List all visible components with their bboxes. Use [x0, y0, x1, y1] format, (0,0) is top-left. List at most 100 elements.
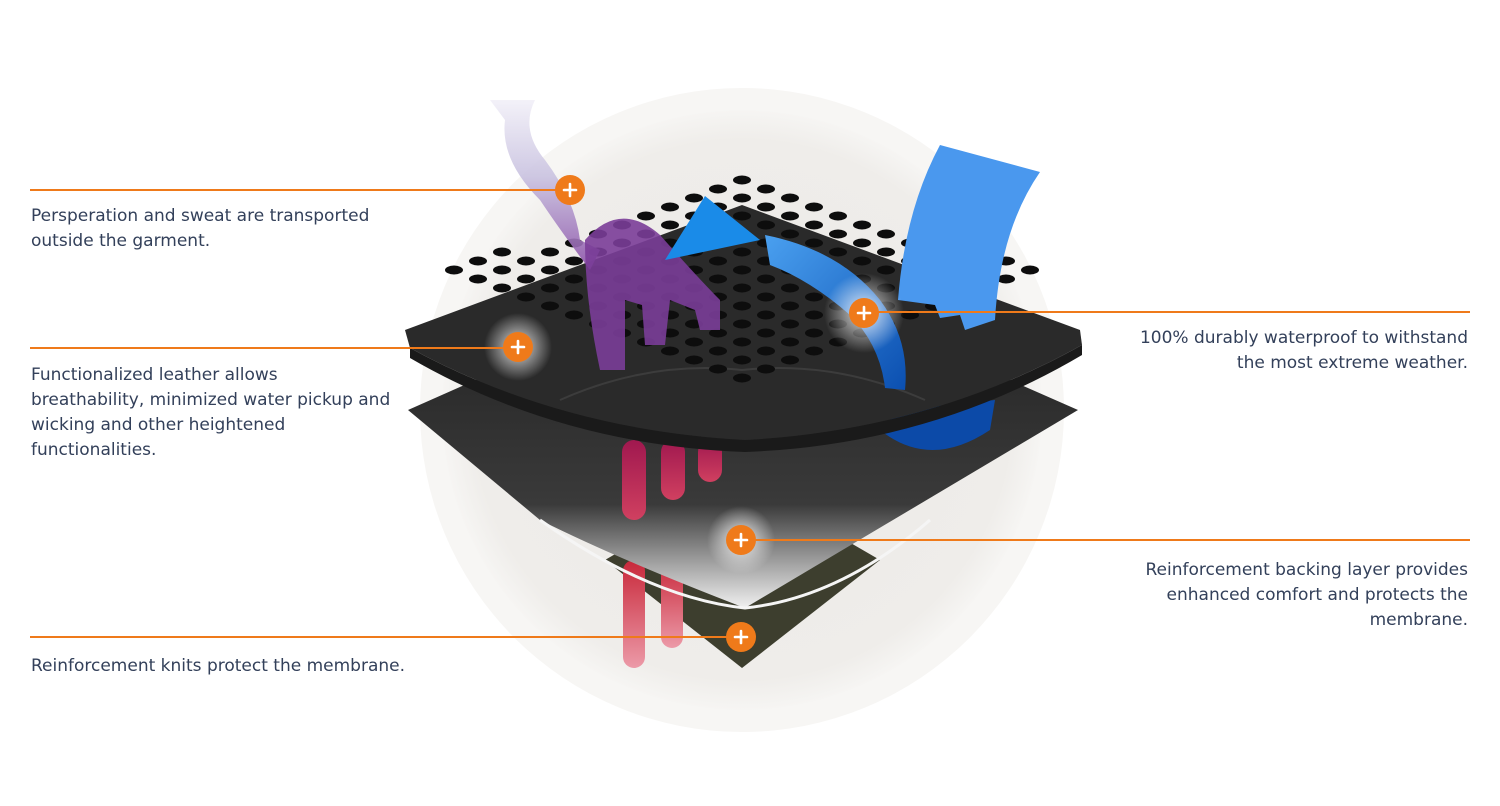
perforation-hole	[997, 274, 1015, 284]
perforation-hole	[733, 175, 751, 185]
perforation-hole	[733, 247, 751, 257]
sweat-drip	[585, 218, 720, 370]
perforation-hole	[541, 283, 559, 293]
perforation-hole	[805, 202, 823, 212]
perforation-hole	[757, 346, 775, 356]
perforation-hole	[661, 220, 679, 230]
perforation-hole	[637, 211, 655, 221]
plus-icon[interactable]	[503, 332, 533, 362]
perforation-hole	[469, 274, 487, 284]
perforation-hole	[805, 328, 823, 338]
perforation-hole	[757, 274, 775, 284]
perforation-hole	[853, 220, 871, 230]
plus-icon[interactable]	[555, 175, 585, 205]
perforation-hole	[805, 220, 823, 230]
perforation-hole	[781, 193, 799, 203]
perforation-hole	[781, 211, 799, 221]
perforation-hole	[685, 355, 703, 365]
perforation-hole	[733, 211, 751, 221]
callout-text-waterproof: 100% durably waterproof to withstand the…	[1139, 328, 1468, 373]
moisture-column	[661, 560, 683, 648]
moisture-column	[661, 440, 685, 500]
plus-icon[interactable]	[849, 298, 879, 328]
perforation-hole	[757, 202, 775, 212]
backing-layer-edge	[539, 518, 931, 610]
perforation-hole	[541, 247, 559, 257]
perforation-hole	[757, 184, 775, 194]
perforation-hole	[661, 202, 679, 212]
perforation-hole	[709, 346, 727, 356]
perforation-hole	[829, 229, 847, 239]
water-curl	[765, 235, 906, 390]
callout-text-sweat: Persperation and sweat are transported o…	[31, 206, 370, 251]
perforation-hole	[733, 355, 751, 365]
perforation-hole	[517, 274, 535, 284]
perforation-hole	[733, 337, 751, 347]
perforation-hole	[1021, 265, 1039, 275]
perforation-hole	[757, 364, 775, 374]
plus-icon[interactable]	[726, 622, 756, 652]
perforation-hole	[781, 301, 799, 311]
perforation-hole	[709, 274, 727, 284]
perforation-hole	[565, 256, 583, 266]
perforation-hole	[709, 184, 727, 194]
perforation-hole	[781, 283, 799, 293]
perforation-hole	[877, 247, 895, 257]
leather-fold	[559, 367, 926, 401]
perforation-hole	[781, 319, 799, 329]
perforation-hole	[733, 301, 751, 311]
perforation-hole	[733, 319, 751, 329]
perforation-hole	[709, 328, 727, 338]
perforation-hole	[757, 310, 775, 320]
moisture-column	[623, 560, 645, 668]
perforation-hole	[709, 364, 727, 374]
perforation-hole	[829, 211, 847, 221]
callout-text-backing: Reinforcement backing layer provides enh…	[1145, 560, 1468, 630]
perforation-hole	[565, 310, 583, 320]
perforation-hole	[877, 229, 895, 239]
perforation-hole	[757, 328, 775, 338]
perforation-hole	[829, 247, 847, 257]
perforation-hole	[853, 238, 871, 248]
perforation-hole	[661, 346, 679, 356]
perforation-hole	[469, 256, 487, 266]
perforation-hole	[781, 229, 799, 239]
perforation-hole	[805, 310, 823, 320]
perforation-hole	[493, 247, 511, 257]
perforation-hole	[517, 256, 535, 266]
perforation-hole	[877, 265, 895, 275]
perforation-hole	[445, 265, 463, 275]
perforation-hole	[541, 265, 559, 275]
callout-text-knits: Reinforcement knits protect the membrane…	[31, 656, 406, 676]
perforation-hole	[685, 193, 703, 203]
moisture-column	[622, 440, 646, 520]
perforation-hole	[805, 346, 823, 356]
perforation-hole	[781, 355, 799, 365]
perforation-hole	[853, 256, 871, 266]
callout-text-leather: Functionalized leather allows breathabil…	[31, 365, 391, 460]
water-arrow	[665, 196, 760, 260]
sweat-vapor	[490, 100, 600, 270]
perforation-hole	[733, 265, 751, 275]
water-sheet	[898, 145, 1040, 330]
perforation-hole	[757, 292, 775, 302]
perforation-hole	[733, 373, 751, 383]
perforation-hole	[709, 256, 727, 266]
perforation-hole	[565, 292, 583, 302]
perforation-hole	[733, 283, 751, 293]
perforation-hole	[493, 265, 511, 275]
perforation-hole	[493, 283, 511, 293]
perforation-hole	[757, 220, 775, 230]
plus-icon[interactable]	[726, 525, 756, 555]
perforation-hole	[517, 292, 535, 302]
perforation-hole	[781, 337, 799, 347]
moisture-column	[698, 440, 722, 482]
leather-layer-edge	[410, 345, 1082, 452]
perforation-hole	[685, 337, 703, 347]
perforation-hole	[565, 274, 583, 284]
perforation-hole	[733, 193, 751, 203]
perforation-hole	[805, 292, 823, 302]
perforation-hole	[541, 301, 559, 311]
perforation-hole	[805, 238, 823, 248]
